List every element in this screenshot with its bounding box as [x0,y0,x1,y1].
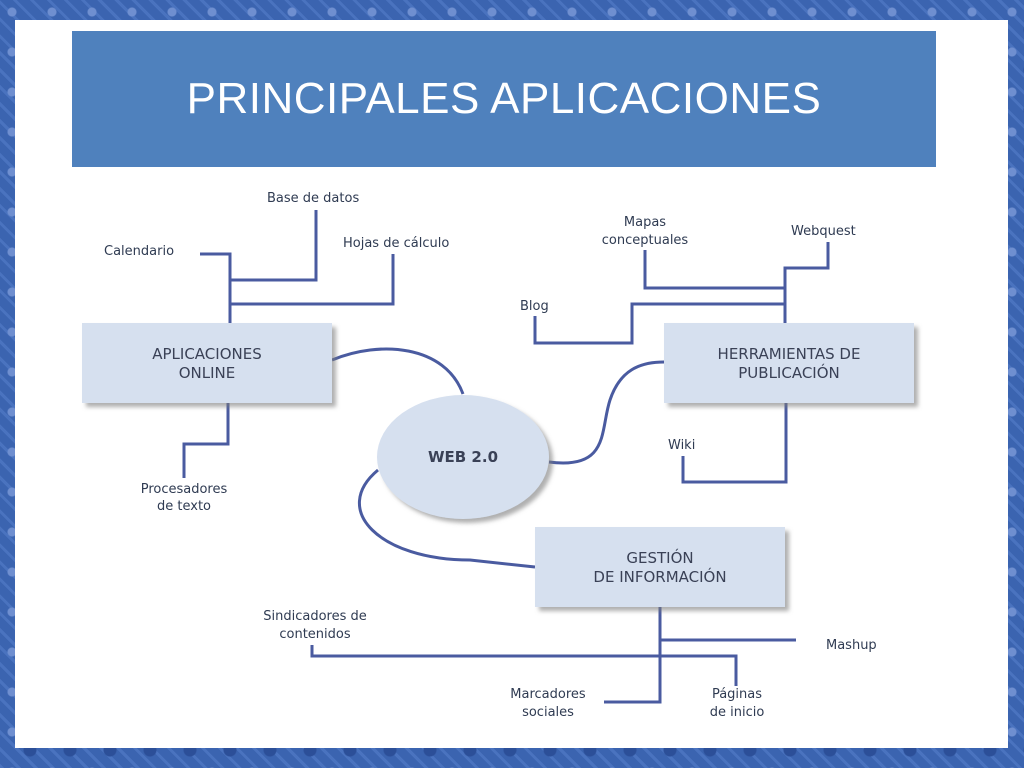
label-calendario: Calendario [104,244,174,259]
label-paginas-1: Páginas [712,687,762,702]
label-sindicadores-2: contenidos [279,627,350,642]
label-sindicadores-1: Sindicadores de [263,609,367,624]
label-procesadores-2: de texto [157,499,211,514]
label-webquest: Webquest [791,224,856,239]
publicacion-connectors [533,242,830,484]
label-paginas-2: de inicio [710,705,765,720]
box-herramientas-publicacion: HERRAMIENTAS DE PUBLICACIÓN [664,323,914,403]
box-publicacion-line2: PUBLICACIÓN [738,363,840,382]
center-curves [331,347,665,569]
label-marcadores-2: sociales [522,705,574,720]
box-gestion-line2: DE INFORMACIÓN [593,567,726,586]
box-gestion-informacion: GESTIÓN DE INFORMACIÓN [535,527,785,607]
label-hojas-calculo: Hojas de cálculo [343,236,449,251]
label-mapas-2: conceptuales [602,233,689,248]
label-procesadores-1: Procesadores [141,482,228,497]
label-wiki: Wiki [668,438,695,453]
label-mapas-1: Mapas [624,215,666,230]
online-connectors [182,210,395,478]
label-marcadores-1: Marcadores [510,687,586,702]
title-bar: PRINCIPALES APLICACIONES [72,31,936,167]
box-publicacion-line1: HERRAMIENTAS DE [718,345,861,363]
box-online-line1: APLICACIONES [152,345,261,363]
label-base-datos: Base de datos [267,191,359,206]
slide-title: PRINCIPALES APLICACIONES [186,74,822,123]
box-online-line2: ONLINE [179,364,236,382]
gestion-connectors [310,606,796,704]
center-label: WEB 2.0 [428,448,498,466]
box-aplicaciones-online: APLICACIONES ONLINE [82,323,332,403]
center-node: WEB 2.0 [377,395,549,519]
box-gestion-line1: GESTIÓN [626,548,693,567]
label-mashup: Mashup [826,638,877,653]
label-blog: Blog [520,299,549,314]
